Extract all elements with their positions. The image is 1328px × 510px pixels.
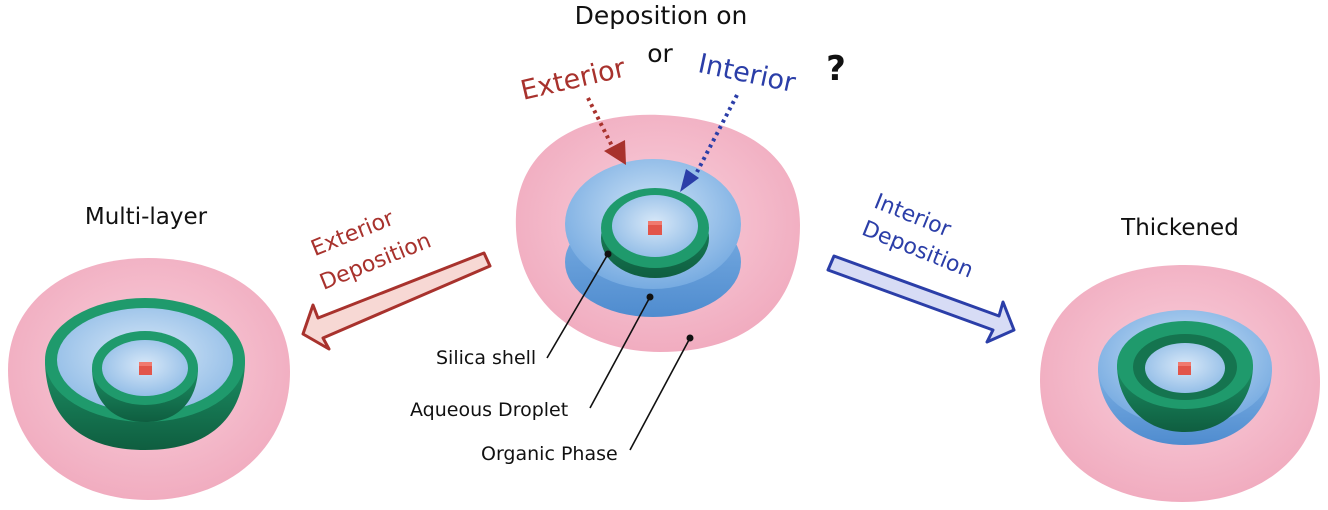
pointer-lines [546, 250, 694, 451]
question-mark: ? [826, 49, 846, 89]
center-interior-label: Interior [695, 48, 799, 99]
multi-layer-particle [8, 258, 290, 500]
left-title: Multi-layer [85, 204, 208, 230]
label-aqueous-droplet: Aqueous Droplet [410, 399, 568, 421]
exterior-deposition-arrow [301, 251, 492, 351]
center-particle [515, 114, 800, 352]
interior-dotted-arrow [680, 94, 739, 192]
center-title: Deposition on [575, 1, 748, 30]
center-exterior-label: Exterior [518, 52, 630, 106]
left-core-particle [139, 362, 152, 375]
right-title: Thickened [1120, 215, 1239, 241]
thickened-particle [1040, 265, 1320, 502]
exterior-dotted-arrow [586, 97, 626, 165]
interior-deposition-arrow [826, 254, 1016, 344]
center-core-particle [648, 221, 662, 235]
label-organic-phase: Organic Phase [481, 443, 618, 465]
right-core-particle [1178, 362, 1191, 375]
center-or: or [647, 39, 673, 68]
label-silica-shell: Silica shell [436, 347, 536, 369]
